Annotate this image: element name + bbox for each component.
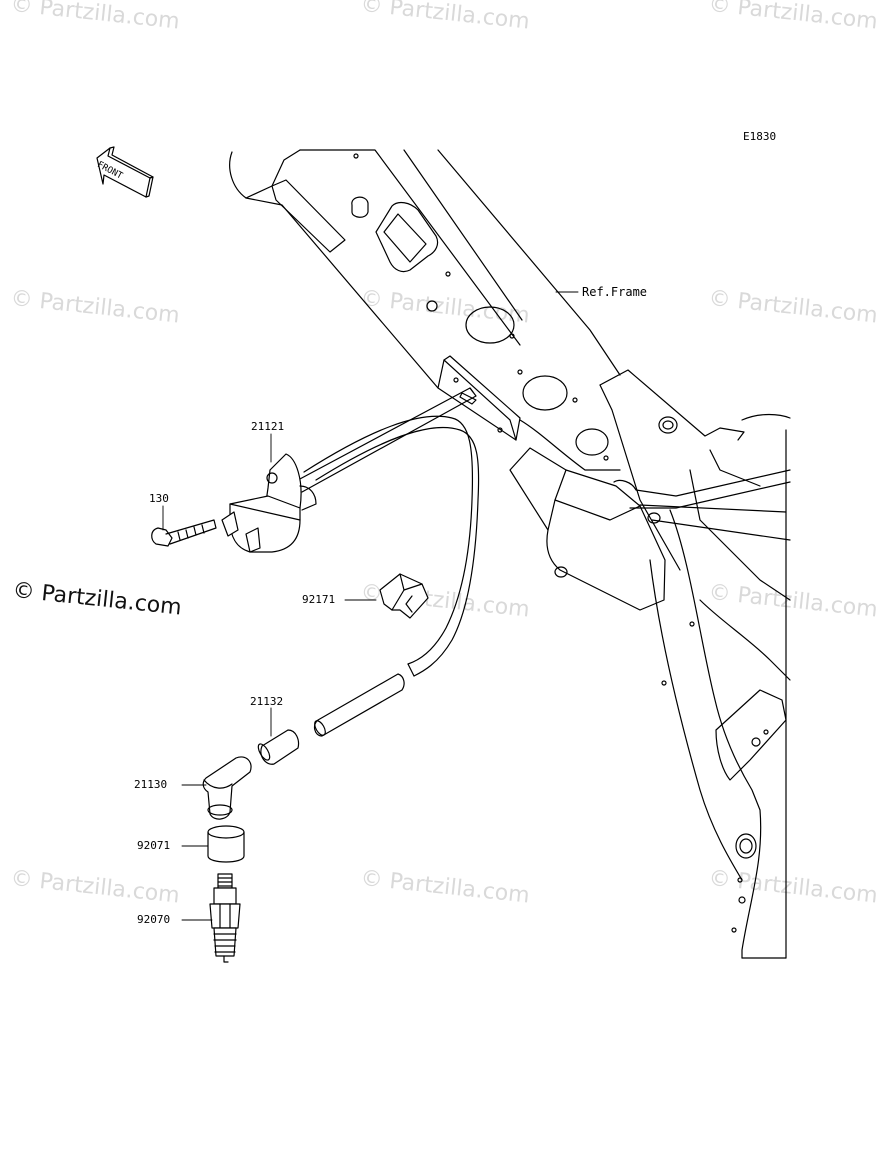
frame-right-structure [649,413,791,959]
ignition-coil [221,387,477,553]
part-label-21130[interactable]: 21130 [134,778,168,791]
frame-bracket [509,416,791,611]
diagram-code: E1830 [743,130,777,143]
part-label-130[interactable]: 130 [149,492,169,505]
plug-cap-21130 [202,756,252,820]
leader-lines [162,291,579,921]
part-label-92071[interactable]: 92071 [137,839,171,852]
lead-sleeve [313,673,405,737]
spark-plug-92070 [209,873,241,963]
front-arrow-icon [96,146,154,198]
high-tension-lead [303,415,480,677]
part-label-21132[interactable]: 21132 [250,695,284,708]
bolt-130 [151,519,217,547]
cap-21132 [257,729,300,765]
sleeve-92071 [207,825,245,863]
part-label-92171[interactable]: 92171 [302,593,336,606]
frame-tube [229,149,745,571]
clamp-92171 [379,573,429,619]
part-label-21121[interactable]: 21121 [251,420,285,433]
part-label-92070[interactable]: 92070 [137,913,171,926]
frame-reference-label: Ref.Frame [582,285,648,299]
